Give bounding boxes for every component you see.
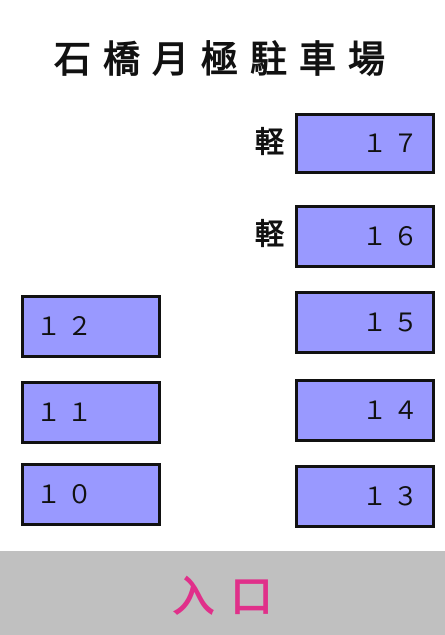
slot-number-15: １５ [361,308,424,337]
parking-slot-15: １５ [295,291,435,354]
page-title: 石橋月極駐車場 [54,38,397,81]
parking-slot-10: １０ [21,463,161,526]
parking-slot-14: １４ [295,379,435,442]
entrance-label: 入口 [172,571,289,621]
parking-slot-12: １２ [21,295,161,358]
slot-number-10: １０ [36,480,99,509]
kei-label-17: 軽 [255,125,285,159]
parking-slot-17: １７ [295,113,435,174]
entrance-area: 入口 [0,551,445,635]
slot-number-14: １４ [361,396,424,425]
slot-number-16: １６ [361,222,424,251]
slot-number-13: １３ [361,482,424,511]
slot-number-11: １１ [36,398,99,427]
slot-number-12: １２ [36,312,99,341]
parking-slot-13: １３ [295,465,435,528]
parking-slot-11: １１ [21,381,161,444]
kei-label-16: 軽 [255,217,285,251]
slot-number-17: １７ [361,129,424,158]
parking-slot-16: １６ [295,205,435,268]
